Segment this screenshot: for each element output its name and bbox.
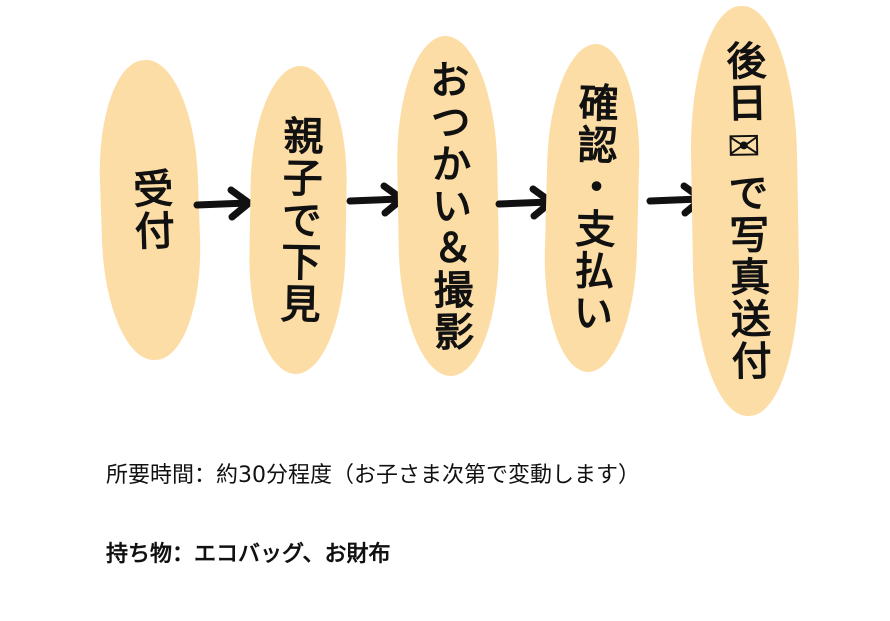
step-photo-delivery: 後日✉で写真送付 <box>688 5 802 417</box>
duration-note: 所要時間：約30分程度（お子さま次第で変動します） <box>106 463 640 488</box>
step-confirm-payment: 確認・支払い <box>541 42 643 374</box>
step-preview-label: 親子で下見 <box>273 114 323 326</box>
step-reception-label: 受付 <box>125 167 175 253</box>
items-to-bring-note: 持ち物：エコバッグ、お財布 <box>106 542 391 567</box>
step-reception: 受付 <box>95 58 205 362</box>
right-arrow-icon <box>193 186 253 221</box>
step-preview: 親子で下見 <box>247 65 349 375</box>
step-errand-photo-label: おつかい＆撮影 <box>422 58 474 354</box>
step-confirm-payment-label: 確認・支払い <box>565 81 619 335</box>
step-photo-delivery-label: 後日✉で写真送付 <box>719 39 771 383</box>
step-errand-photo: おつかい＆撮影 <box>395 35 501 377</box>
